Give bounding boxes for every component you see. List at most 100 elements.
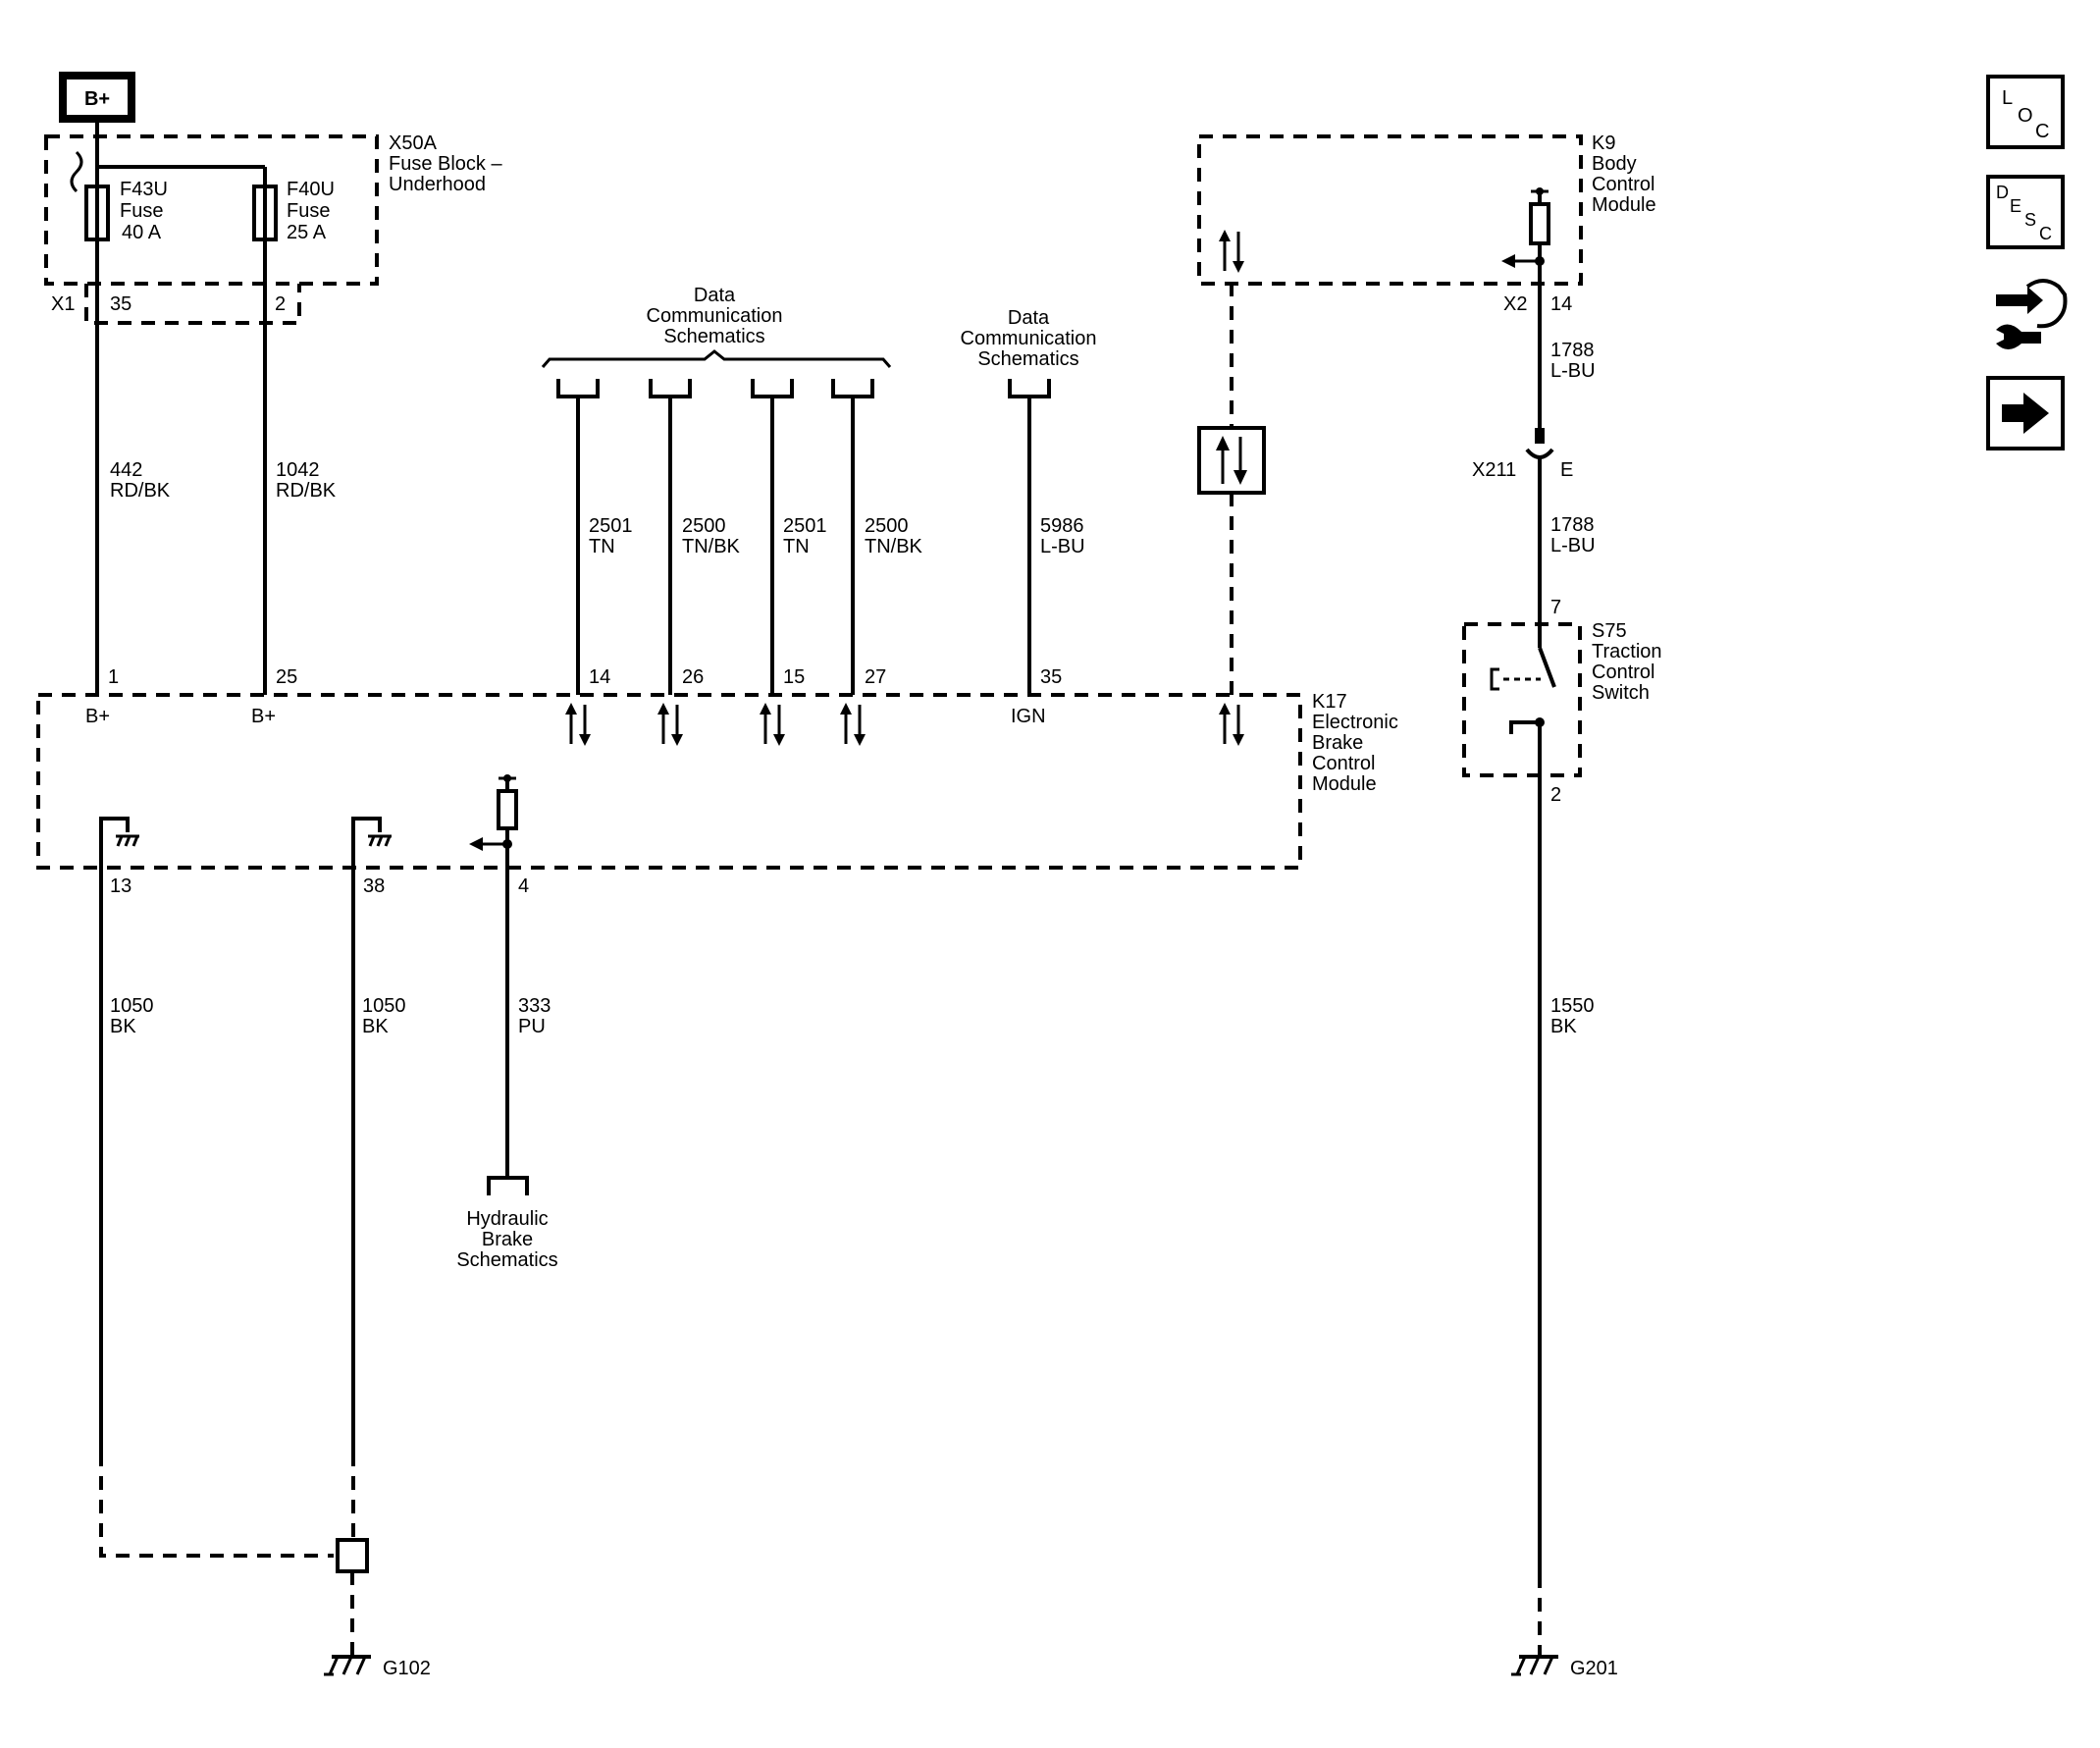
wire-1042-circuit: 1042 (276, 459, 320, 481)
loc-letter-l: L (2002, 87, 2013, 109)
wire-442-circuit: 442 (110, 459, 142, 481)
serial-data-arrow-icon (657, 703, 683, 746)
fuse-pin-35: 35 (110, 293, 131, 315)
desc-letter-e: E (2010, 196, 2021, 216)
data-wire-2-circuit: 2500 (682, 515, 726, 537)
hydraulic-line3: Schematics (456, 1249, 557, 1271)
fuse-block-x50a: X50A Fuse Block – Underhood F43U Fuse 40… (44, 132, 502, 325)
hydraulic-line1: Hydraulic (466, 1208, 548, 1230)
ebcm-ref: K17 (1312, 691, 1347, 713)
fuse-block-connector: X1 (51, 293, 75, 315)
switch-contact-icon (1490, 624, 1556, 775)
brake-wire-circuit: 333 (518, 995, 551, 1017)
ebcm-pin-35: 35 (1040, 666, 1062, 688)
data-wire-4-color: TN/BK (865, 536, 923, 557)
internal-ground-icon (99, 817, 139, 868)
ebcm-line3: Control (1312, 753, 1375, 774)
fuse-block-name-1: Fuse Block – (389, 153, 502, 175)
serial-data-arrow-icon (1219, 703, 1244, 746)
ebcm-pin-14: 14 (589, 666, 610, 688)
ebcm-output-driver-icon (469, 774, 518, 868)
ebcm-pin-26: 26 (682, 666, 704, 688)
ebcm-pin-4: 4 (518, 875, 529, 897)
bcm-pin-14: 14 (1550, 293, 1572, 315)
bcm-wire-1-circuit: 1788 (1550, 340, 1595, 361)
fuse-block-ref: X50A (389, 132, 438, 154)
bcm-k9: K9 Body Control Module X2 14 (1197, 132, 1656, 315)
location-button[interactable]: L O C (1986, 75, 2065, 149)
serial-data-arrow-icon (840, 703, 866, 746)
ground-wire-1-color: BK (110, 1016, 136, 1037)
power-wires: 442 RD/BK 1042 RD/BK (95, 239, 337, 695)
ebcm-line4: Module (1312, 773, 1377, 795)
serial-data-link (1197, 283, 1266, 695)
brake-wire-color: PU (518, 1016, 546, 1037)
bcm-connector: X2 (1503, 293, 1527, 315)
data-comm-group: Data Communication Schematics 2501 TN 25… (541, 285, 923, 695)
ebcm-bplus-2: B+ (251, 706, 276, 727)
ebcm-line2: Brake (1312, 732, 1363, 754)
bcm-ref: K9 (1592, 132, 1615, 154)
switch-wire-color: BK (1550, 1016, 1577, 1037)
ebcm-line1: Electronic (1312, 712, 1398, 733)
bcm-wire-run: 1788 L-BU X211 E 1788 L-BU 7 (1472, 284, 1596, 624)
diagnostic-tool-button[interactable] (1996, 279, 2068, 349)
loc-letter-o: O (2018, 105, 2033, 127)
data-comm-single-line2: Communication (961, 328, 1097, 349)
chassis-ground-icon (324, 1655, 371, 1676)
switch-pin-2: 2 (1550, 784, 1561, 806)
ground-g201: G201 (1570, 1658, 1618, 1679)
ebcm-pin-15: 15 (783, 666, 805, 688)
ground-wires: 1050 BK 1050 BK G102 (99, 868, 431, 1679)
ebcm-bplus-1: B+ (85, 706, 110, 727)
data-wire-1-circuit: 2501 (589, 515, 633, 537)
fuse-f40u-rating: 25 A (287, 222, 327, 243)
hydraulic-line2: Brake (482, 1229, 533, 1250)
ebcm-pin-25: 25 (276, 666, 297, 688)
wire-1042-color: RD/BK (276, 480, 337, 502)
bplus-label: B+ (84, 88, 110, 110)
wire-442-color: RD/BK (110, 480, 171, 502)
switch-line3: Switch (1592, 682, 1650, 704)
serial-data-arrow-icon (1219, 230, 1244, 273)
data-wire-1-color: TN (589, 536, 615, 557)
fuse-f43u-name: F43U (120, 179, 168, 200)
fuse-f43u-type: Fuse (120, 200, 163, 222)
fuse-f43u-rating: 40 A (122, 222, 162, 243)
ebcm-pin-13: 13 (110, 875, 131, 897)
bcm-wire-2-color: L-BU (1550, 535, 1596, 556)
x211-ref: X211 (1472, 459, 1516, 481)
inline-connector-icon (1525, 428, 1554, 624)
ebcm-pin-38: 38 (363, 875, 385, 897)
data-comm-group-line1: Data (694, 285, 736, 306)
data-wire-5-circuit: 5986 (1040, 515, 1084, 537)
data-wire-3-circuit: 2501 (783, 515, 827, 537)
loc-letter-c: C (2035, 121, 2049, 142)
bplus-source: B+ (59, 72, 135, 167)
data-comm-single-line3: Schematics (977, 348, 1078, 370)
brake-wire: 333 PU Hydraulic Brake Schematics (456, 868, 558, 1271)
serial-data-arrow-icon (760, 703, 785, 746)
bcm-line3: Module (1592, 194, 1656, 216)
ground-wire-2-color: BK (362, 1016, 389, 1037)
serial-data-arrow-icon (565, 703, 591, 746)
ebcm-k17: K17 Electronic Brake Control Module 1 25… (36, 666, 1398, 897)
data-wire-4-circuit: 2500 (865, 515, 909, 537)
ebcm-ign: IGN (1011, 706, 1046, 727)
switch-line2: Control (1592, 662, 1654, 683)
next-page-button[interactable] (1986, 376, 2065, 450)
data-comm-single-line1: Data (1008, 307, 1050, 329)
description-button[interactable]: D E S C (1986, 175, 2065, 249)
data-wire-5-color: L-BU (1040, 536, 1085, 557)
fuse-f40u-type: Fuse (287, 200, 330, 222)
bcm-line1: Body (1592, 153, 1637, 175)
bcm-wire-1-color: L-BU (1550, 360, 1596, 382)
desc-letter-s: S (2024, 210, 2036, 230)
desc-letter-d: D (1996, 183, 2009, 202)
switch-ground-wire: 1550 BK G201 (1511, 775, 1618, 1679)
data-comm-group-line3: Schematics (663, 326, 764, 347)
ebcm-pin-1: 1 (108, 666, 119, 688)
fuse-f40u-name: F40U (287, 179, 335, 200)
